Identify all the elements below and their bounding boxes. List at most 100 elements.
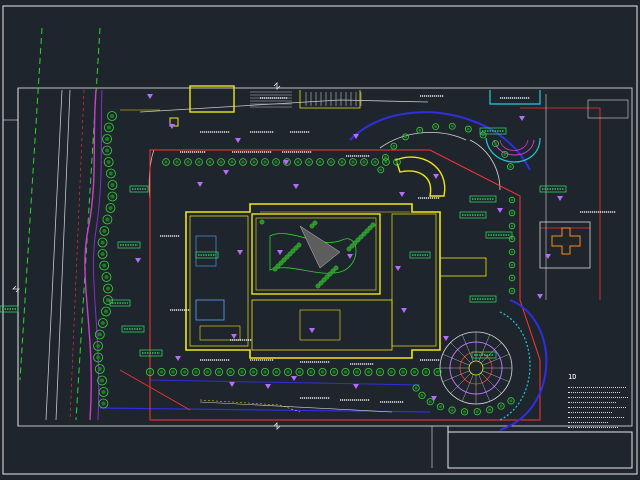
purple-marker <box>519 116 525 121</box>
magenta-amphitheater <box>493 139 535 156</box>
courtyard-shrub <box>349 243 355 249</box>
tree-symbol <box>508 287 516 295</box>
south-room <box>199 325 241 341</box>
tree-canopy <box>318 160 322 164</box>
note-line <box>568 418 608 423</box>
tree-canopy <box>297 370 302 374</box>
tree-canopy <box>101 401 106 406</box>
tree-canopy <box>420 393 424 397</box>
tree-canopy <box>110 182 115 188</box>
tree-symbol <box>283 367 292 376</box>
purple-marker <box>431 396 437 401</box>
purple-marker <box>497 208 503 213</box>
tree-symbol <box>418 391 426 399</box>
curved-canopy <box>395 156 446 197</box>
courtyard-shrub <box>315 283 321 289</box>
tree-symbol <box>228 158 236 166</box>
tree-symbol <box>168 367 177 376</box>
tree-symbol <box>102 145 112 156</box>
tree-canopy <box>412 370 417 374</box>
purple-markers <box>135 94 563 401</box>
tree-canopy <box>362 160 366 164</box>
plaza-ray <box>482 354 510 366</box>
road-centerline-right <box>75 27 101 421</box>
purple-marker <box>347 254 353 259</box>
tree-canopy <box>194 370 198 374</box>
tree-symbol <box>94 364 105 374</box>
tree-symbol <box>195 158 203 166</box>
tree-symbol <box>99 226 110 236</box>
green-label-box <box>479 127 507 135</box>
tree-symbol <box>249 367 258 376</box>
green-label-box <box>409 251 431 259</box>
tree-symbol <box>497 402 505 410</box>
green-label-box <box>109 299 131 307</box>
tree-symbol <box>102 214 113 225</box>
tree-symbol <box>191 367 200 376</box>
south-yellow-path <box>199 399 301 413</box>
tree-canopy <box>106 159 111 165</box>
courtyard-shrub <box>324 274 330 280</box>
purple-marker <box>401 308 407 313</box>
tree-symbol <box>341 367 350 376</box>
purple-marker <box>309 328 315 333</box>
tree-symbol <box>416 126 424 134</box>
purple-marker <box>169 124 175 129</box>
tree-symbol <box>508 274 516 282</box>
tree-canopy <box>366 370 371 374</box>
break-mark-bottom <box>273 422 281 430</box>
courtyard-shrub <box>370 222 376 228</box>
tree-symbol <box>433 367 442 376</box>
tree-canopy <box>197 160 201 164</box>
tree-symbol <box>104 122 114 133</box>
west-wing <box>189 215 249 347</box>
plaza-ray <box>450 342 472 364</box>
tree-canopy <box>320 370 325 374</box>
tree-canopy <box>274 160 278 164</box>
tree-symbol <box>508 196 516 204</box>
curved-road-inner <box>379 132 467 149</box>
courtyard-shrub <box>327 271 333 277</box>
tree-symbol <box>377 166 385 174</box>
courtyard-shrub <box>312 220 318 226</box>
courtyard-shrub <box>290 248 296 254</box>
tree-canopy <box>182 370 187 374</box>
tree-canopy <box>164 160 168 164</box>
purple-marker <box>237 250 243 255</box>
tree-symbol <box>382 158 390 166</box>
north-structures <box>120 90 362 127</box>
tree-canopy <box>379 168 383 172</box>
tree-symbol <box>412 384 420 392</box>
tree-canopy <box>510 237 514 241</box>
red-diagonal <box>119 369 191 411</box>
tree-canopy <box>286 370 290 374</box>
tree-symbol <box>508 261 516 269</box>
purple-marker <box>229 382 235 387</box>
tree-canopy <box>148 370 152 374</box>
tree-symbol <box>237 367 246 376</box>
tree-canopy <box>373 160 377 164</box>
north-road-edge <box>139 99 429 113</box>
plaza-ring-cyan <box>499 311 531 421</box>
curved-road-outer <box>349 111 531 171</box>
plaza-ray <box>442 370 470 382</box>
tree-symbol <box>410 367 419 376</box>
courtyard-shrub <box>296 242 302 248</box>
purple-marker <box>353 134 359 139</box>
tree-canopy <box>100 251 105 257</box>
tree-canopy <box>510 224 514 228</box>
cyan-amphitheater <box>485 137 541 163</box>
south-road-blue-2 <box>149 379 421 386</box>
magenta-planting-strip <box>84 89 97 421</box>
break-mark-top <box>273 82 281 90</box>
tree-canopy <box>351 160 355 164</box>
courtyard-shrub <box>346 246 352 252</box>
north-marker <box>169 117 179 127</box>
tree-canopy <box>109 113 115 119</box>
purple-marker <box>197 182 203 187</box>
central-courtyard <box>251 213 381 295</box>
paved-plaza <box>299 225 341 269</box>
note-line <box>568 388 620 393</box>
green-label-box <box>469 295 497 303</box>
green-label-box <box>469 195 497 203</box>
